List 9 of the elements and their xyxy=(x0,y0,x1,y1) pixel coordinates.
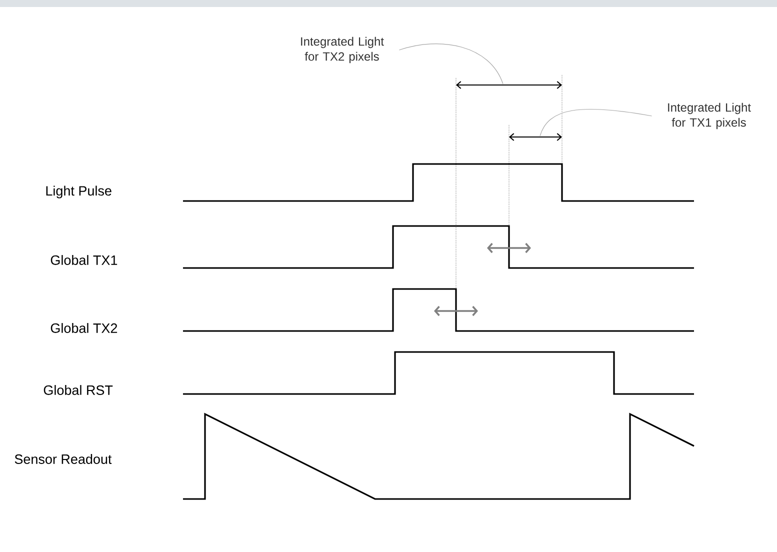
callout-text: Integrated Light for TX2 pixels xyxy=(301,36,384,64)
leader-line xyxy=(540,108,652,136)
leader-line xyxy=(398,44,504,84)
callout-text: Integrated Light for TX1 pixels xyxy=(668,102,751,130)
signal-label: Global TX2 xyxy=(50,323,118,333)
signal-label: Global RST xyxy=(44,385,113,395)
signal-label: Sensor Readout xyxy=(14,454,112,464)
signal-label: Light Pulse xyxy=(46,186,112,198)
signal-label: Global TX1 xyxy=(50,255,118,265)
